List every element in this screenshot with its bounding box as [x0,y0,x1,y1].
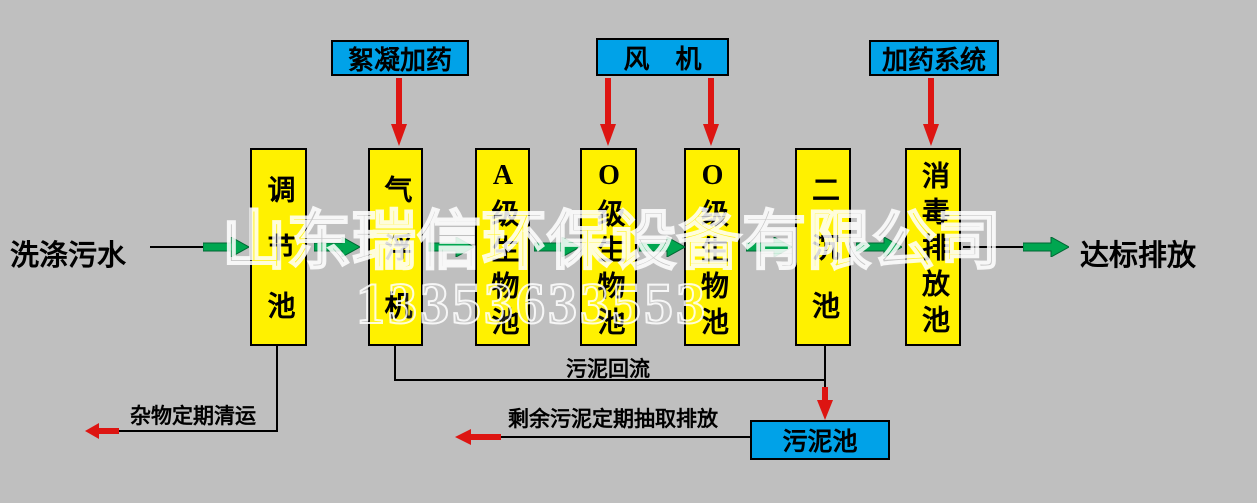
down-arrow-icon [600,78,616,146]
flow-arrow-icon [534,237,580,257]
dosing-system-box: 加药系统 [869,40,999,76]
o-grade-bio-tank-1-label: O级生物池 [593,159,625,343]
down-arrow-icon [817,387,833,420]
sludge-return-label: 污泥回流 [566,357,650,381]
down-arrow-icon [923,78,939,146]
down-arrow-icon [703,78,719,146]
air-flotation-box: 气浮机 [368,148,423,349]
connector-line [394,346,396,381]
secondary-sedimentation-tank-label: 二沉池 [808,175,839,349]
flow-arrow-icon [639,237,685,257]
flow-arrow-icon [1023,237,1069,257]
output-label: 达标排放 [1080,240,1197,272]
excess-sludge-label: 剩余污泥定期抽取排放 [508,407,718,431]
o-grade-bio-tank-1-box: O级生物池 [580,148,637,346]
o-grade-bio-tank-2-label: O级生物池 [697,159,728,343]
left-arrow-icon [85,423,119,439]
air-flotation-label: 气浮机 [380,175,412,349]
debris-removal-label: 杂物定期清运 [130,404,256,428]
flow-arrow-icon [428,237,474,257]
flow-arrow-icon [746,237,792,257]
flocculation-dosing-label: 絮凝加药 [347,45,452,75]
a-grade-bio-tank-box: A级生物池 [475,148,530,346]
flow-arrow-icon [314,237,360,257]
blower-box: 风 机 [596,38,729,76]
connector-line [500,436,750,438]
flocculation-dosing-box: 絮凝加药 [331,40,469,76]
disinfection-discharge-tank-label: 消毒排放池 [918,161,949,341]
flow-arrow-icon [856,237,902,257]
secondary-sedimentation-tank-box: 二沉池 [795,148,851,349]
down-arrow-icon [391,78,407,146]
o-grade-bio-tank-2-box: O级生物池 [684,148,740,346]
dosing-system-label: 加药系统 [881,45,986,75]
connector-line [824,346,826,390]
input-label: 洗涤污水 [10,240,127,272]
sludge-tank-box: 污泥池 [750,420,890,460]
sludge-tank-label: 污泥池 [782,429,858,456]
connector-line [963,246,1023,248]
disinfection-discharge-tank-box: 消毒排放池 [905,148,961,346]
left-arrow-icon [455,429,501,445]
flow-arrow-icon [203,237,249,257]
connector-line [394,379,826,381]
connector-line [118,430,278,432]
connector-line [150,246,203,248]
regulating-tank-box: 调节池 [250,148,307,349]
regulating-tank-label: 调节池 [263,175,295,349]
blower-label: 风 机 [623,44,702,74]
a-grade-bio-tank-label: A级生物池 [487,159,519,343]
connector-line [276,346,278,432]
